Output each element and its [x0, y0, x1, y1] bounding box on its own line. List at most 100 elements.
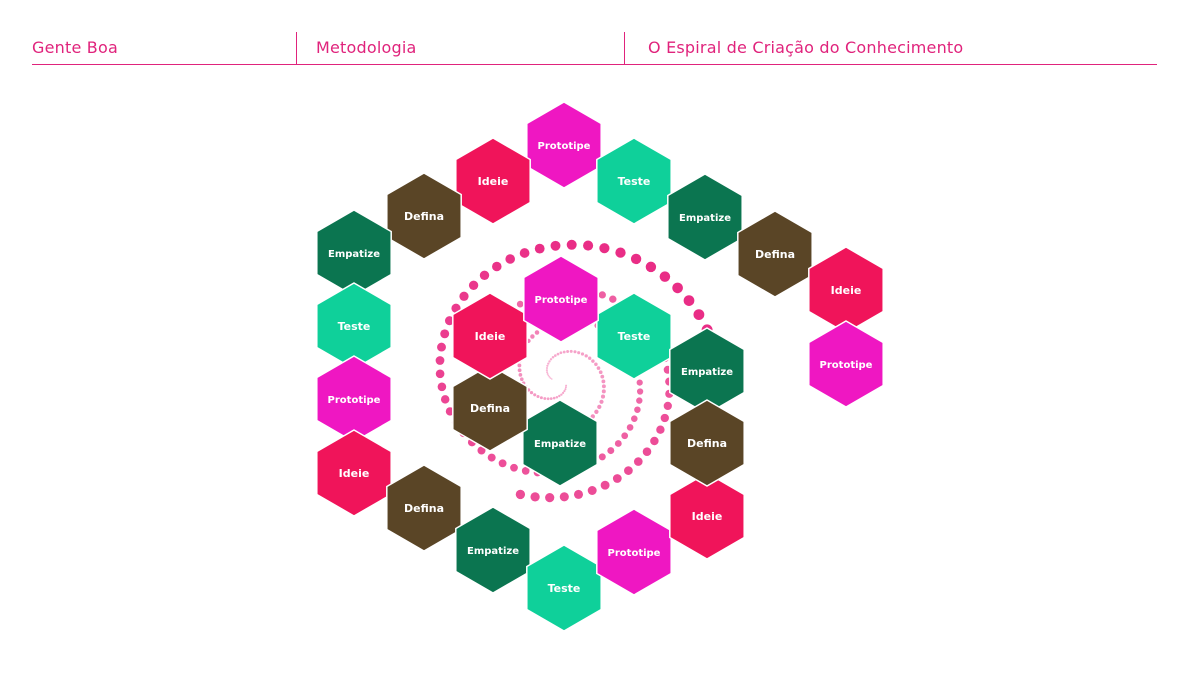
header-section: Metodologia: [316, 38, 417, 57]
spiral-dot: [435, 356, 445, 365]
spiral-dot: [631, 415, 638, 422]
spiral-dot: [601, 384, 606, 389]
hexagon-prototipe: Prototipe: [596, 508, 672, 596]
spiral-dot: [444, 316, 455, 326]
spiral-dot: [563, 390, 566, 393]
spiral-dot: [547, 374, 550, 377]
spiral-dot: [546, 364, 549, 367]
spiral-dot: [505, 254, 516, 264]
spiral-dot: [550, 240, 561, 251]
spiral-dot: [554, 354, 557, 357]
spiral-dot: [551, 356, 555, 359]
hexagon-label: Empatize: [534, 439, 586, 450]
spiral-dot: [594, 362, 598, 367]
hexagon-empatize: Empatize: [455, 506, 531, 594]
spiral-dot: [435, 369, 445, 379]
spiral-dot: [621, 432, 629, 440]
hexagon-shape: [669, 472, 745, 560]
spiral-dot: [520, 377, 524, 382]
hexagon-label: Empatize: [467, 546, 519, 557]
spiral-dot: [556, 352, 560, 356]
spiral-dot: [562, 350, 566, 354]
hexagon-label: Prototipe: [328, 395, 381, 406]
hexagon-prototipe: Prototipe: [808, 320, 884, 408]
spiral-dot: [693, 309, 705, 321]
hexagon-teste: Teste: [596, 137, 672, 225]
hexagon-ideie: Ideie: [316, 429, 392, 517]
spiral-dot: [551, 378, 553, 380]
hexagon-prototipe: Prototipe: [523, 255, 599, 343]
hexagon-label: Defina: [687, 437, 727, 450]
spiral-dot: [549, 397, 553, 400]
spiral-dot: [534, 243, 545, 254]
header-brand: Gente Boa: [32, 38, 118, 57]
spiral-dot: [636, 379, 643, 386]
hexagon-label: Empatize: [681, 367, 733, 378]
spiral-dot: [660, 413, 669, 423]
spiral-dot: [633, 457, 643, 466]
hexagon-shape: [737, 210, 813, 298]
spiral-dot: [479, 270, 490, 281]
hexagon-label: Teste: [548, 582, 581, 595]
spiral-dot: [517, 368, 522, 373]
header-divider-2: [624, 32, 625, 64]
hexagon-label: Empatize: [679, 213, 731, 224]
spiral-dot: [598, 453, 606, 461]
hexagon-label: Teste: [618, 175, 651, 188]
spiral-dot: [612, 474, 622, 483]
hexagon-ideie: Ideie: [669, 472, 745, 560]
hexagon-defina: Defina: [737, 210, 813, 298]
spiral-dot: [591, 359, 595, 363]
hexagon-ideie: Ideie: [452, 292, 528, 380]
hexagon-defina: Defina: [669, 399, 745, 487]
spiral-dot: [548, 360, 551, 363]
spiral-dot: [600, 394, 606, 399]
spiral-dot: [440, 329, 450, 339]
spiral-dot: [569, 349, 573, 353]
spiral-dot: [519, 248, 530, 258]
hexagon-prototipe: Prototipe: [526, 101, 602, 189]
spiral-dot: [600, 374, 605, 379]
header-page-title: O Espiral de Criação do Conhecimento: [648, 38, 964, 57]
spiral-dot: [656, 425, 665, 434]
spiral-dot: [566, 350, 570, 353]
spiral-dot: [459, 291, 469, 301]
hexagon-label: Empatize: [328, 249, 380, 260]
spiral-dot: [601, 379, 606, 384]
spiral-dot: [607, 447, 615, 455]
hexagon-label: Ideie: [339, 467, 370, 480]
spiral-dot: [545, 366, 549, 370]
spiral-dot: [559, 351, 563, 355]
header-bar: Gente Boa Metodologia O Espiral de Criaç…: [32, 32, 1157, 65]
hexagon-label: Ideie: [692, 510, 723, 523]
spiral-dot: [468, 280, 479, 290]
spiral-dot: [546, 372, 549, 375]
hexagon-shape: [316, 429, 392, 517]
hexagon-label: Prototipe: [535, 295, 588, 306]
hexagon-label: Ideie: [831, 284, 862, 297]
spiral-dot: [548, 376, 551, 378]
spiral-dot: [598, 291, 606, 299]
spiral-dot: [440, 395, 450, 404]
spiral-dot: [559, 492, 569, 502]
spiral-dot: [561, 391, 565, 395]
hexagon-label: Prototipe: [538, 141, 591, 152]
spiral-dot: [642, 447, 652, 456]
hexagon-defina: Defina: [452, 364, 528, 452]
spiral-dot: [560, 393, 563, 396]
spiral-dot: [543, 397, 547, 400]
spiral-dot: [630, 253, 642, 265]
spiral-dot: [549, 377, 552, 379]
spiral-dot: [437, 382, 447, 392]
spiral-dot: [599, 399, 604, 404]
spiral-dot: [663, 401, 672, 411]
hexagon-defina: Defina: [386, 172, 462, 260]
spiral-dot: [683, 295, 695, 306]
spiral-dot: [492, 261, 502, 272]
spiral-dot: [539, 396, 543, 400]
spiral-dot: [515, 489, 526, 500]
spiral-dot: [564, 386, 567, 389]
spiral-dot: [530, 334, 535, 339]
